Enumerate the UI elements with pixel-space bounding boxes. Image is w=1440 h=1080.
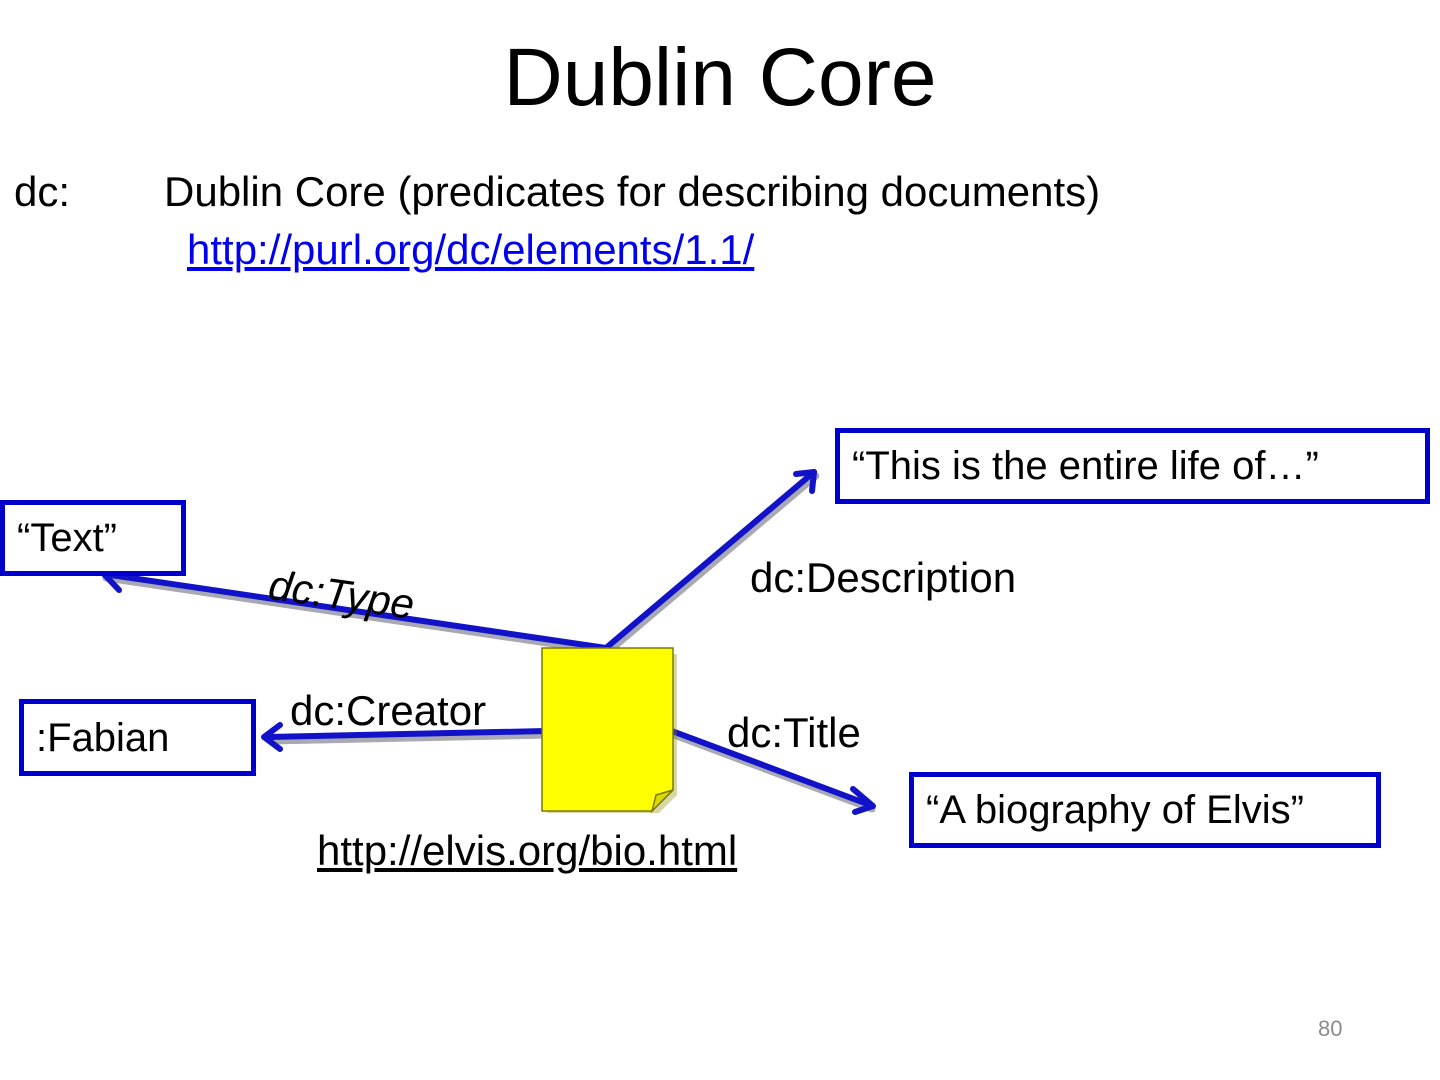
creator-value-box: :Fabian [19,699,256,776]
title-value-box: “A biography of Elvis” [909,772,1381,848]
edge-description-arrow [603,469,817,651]
slide-title: Dublin Core [503,32,937,123]
namespace-url-link[interactable]: http://purl.org/dc/elements/1.1/ [187,226,755,273]
edge-title-arrow [669,728,876,815]
namespace-prefix: dc: [14,168,71,215]
edge-label-creator: dc:Creator [290,687,487,734]
type-value-box: “Text” [0,500,186,576]
edge-label-title: dc:Title [727,709,861,756]
edge-label-description: dc:Description [750,554,1017,601]
page-number: 80 [1318,1016,1343,1041]
description-value-box: “This is the entire life of…” [835,428,1430,504]
document-url: http://elvis.org/bio.html [317,827,738,874]
edge-creator-arrow [261,722,549,752]
document-icon [541,647,677,814]
namespace-description: Dublin Core (predicates for describing d… [164,168,1101,215]
